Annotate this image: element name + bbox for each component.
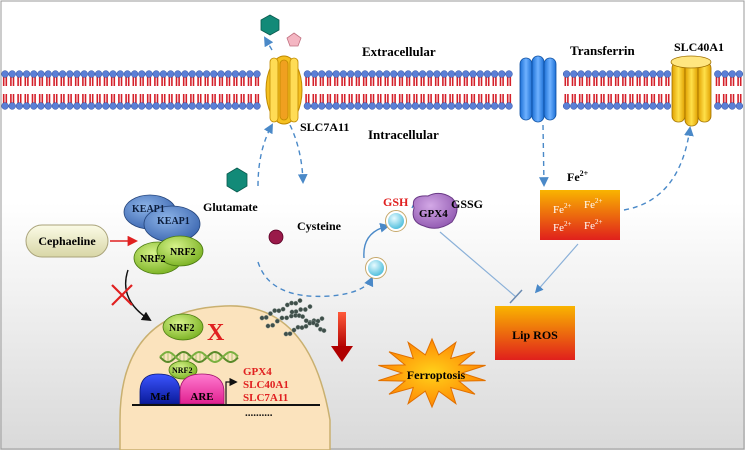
cystine-import-arrow — [289, 124, 308, 184]
fe-pool-2: Fe2+ — [584, 197, 603, 211]
transferrin-label: Transferrin — [570, 43, 636, 58]
target-gene-gpx4: GPX4 — [243, 366, 272, 378]
gsh-label: GSH — [383, 195, 409, 209]
nrf2-label-b: NRF2 — [170, 247, 196, 258]
nrf2-protein-b — [156, 235, 204, 267]
fe-pool-3: Fe2+ — [553, 220, 572, 234]
dna-helix — [159, 350, 239, 364]
maf-label: Maf — [150, 391, 170, 403]
glutamate-label: Glutamate — [203, 200, 258, 214]
cysteine-molecule — [268, 229, 284, 245]
glutamate-to-transporter-arrow — [257, 123, 273, 187]
transferrin-receptor — [519, 55, 557, 123]
slc40a1-transporter — [670, 55, 712, 127]
lip-ros-label: Lip ROS — [512, 328, 558, 342]
nrf2-bound — [168, 360, 198, 380]
fe-label: Fe2+ — [567, 169, 589, 184]
nrf2-bound-label: NRF2 — [172, 366, 192, 375]
target-genes-more: .......... — [245, 407, 273, 419]
cell-membrane — [1, 70, 744, 110]
slc7a11-transporter — [265, 55, 303, 125]
gpx4-inhibits-ros-line — [439, 231, 517, 298]
gpx4-inhibition-bar — [509, 289, 523, 304]
gpx4-label: GPX4 — [419, 208, 448, 220]
glutamate-hexagon-in — [226, 167, 248, 193]
gsh-recycle-arrow — [363, 222, 390, 259]
glutamate-export-arrow — [264, 36, 274, 51]
fe-pool-1: Fe2+ — [553, 202, 572, 216]
keap1-label-a: KEAP1 — [132, 204, 165, 215]
gsh-bubble-lower-ring — [365, 257, 387, 279]
cysteine-label: Cysteine — [297, 219, 342, 233]
slc7a11-label: SLC7A11 — [300, 120, 349, 134]
nrf2-blocked-x: X — [207, 320, 225, 346]
target-gene-slc40a1: SLC40A1 — [243, 379, 289, 391]
lip-ros-box — [495, 306, 575, 360]
downregulation-arrow-head — [331, 346, 353, 362]
glutamate-hexagon-out — [260, 14, 280, 36]
fe-pool-4: Fe2+ — [584, 218, 603, 232]
maf-protein — [139, 373, 181, 405]
gsh-bubble-lower — [366, 258, 386, 278]
transferrin-iron-import-arrow — [538, 124, 549, 187]
cephaeline-label: Cephaeline — [38, 234, 96, 248]
blocked-cross-line-2 — [111, 284, 133, 306]
nucleus — [119, 305, 331, 451]
chromatin-fibers — [259, 298, 327, 337]
are-label: ARE — [190, 391, 213, 403]
cystine-pentagon-out — [286, 32, 302, 47]
iron-pool-box — [540, 190, 620, 240]
cephaeline-pill — [25, 224, 109, 258]
slc40a1-label: SLC40A1 — [674, 40, 724, 54]
downregulation-arrow-shaft — [338, 312, 346, 348]
gsh-bubble-upper-ring — [385, 210, 407, 232]
iron-to-ros-arrow — [534, 243, 579, 294]
keap1-label-b: KEAP1 — [157, 216, 190, 227]
extracellular-label: Extracellular — [362, 44, 436, 59]
nrf2-label-a: NRF2 — [140, 254, 166, 265]
nrf2-nuclear-label: NRF2 — [169, 323, 195, 334]
nrf2-nuclear — [162, 313, 204, 341]
ferroptosis-label: Ferroptosis — [407, 368, 466, 382]
gsh-bubble-upper — [386, 211, 406, 231]
intracellular-label: Intracellular — [368, 127, 439, 142]
are-element — [179, 373, 225, 405]
nrf2-translocation-arrow — [124, 269, 152, 322]
iron-export-arrow — [623, 126, 694, 211]
ferroptosis-burst — [378, 337, 486, 409]
cysteine-to-gsh-arrow — [257, 261, 374, 298]
gssg-label: GSSG — [451, 197, 483, 211]
gpx4-enzyme — [412, 192, 458, 229]
transcription-start-arrow — [225, 377, 238, 404]
target-gene-slc7a11: SLC7A11 — [243, 392, 288, 404]
